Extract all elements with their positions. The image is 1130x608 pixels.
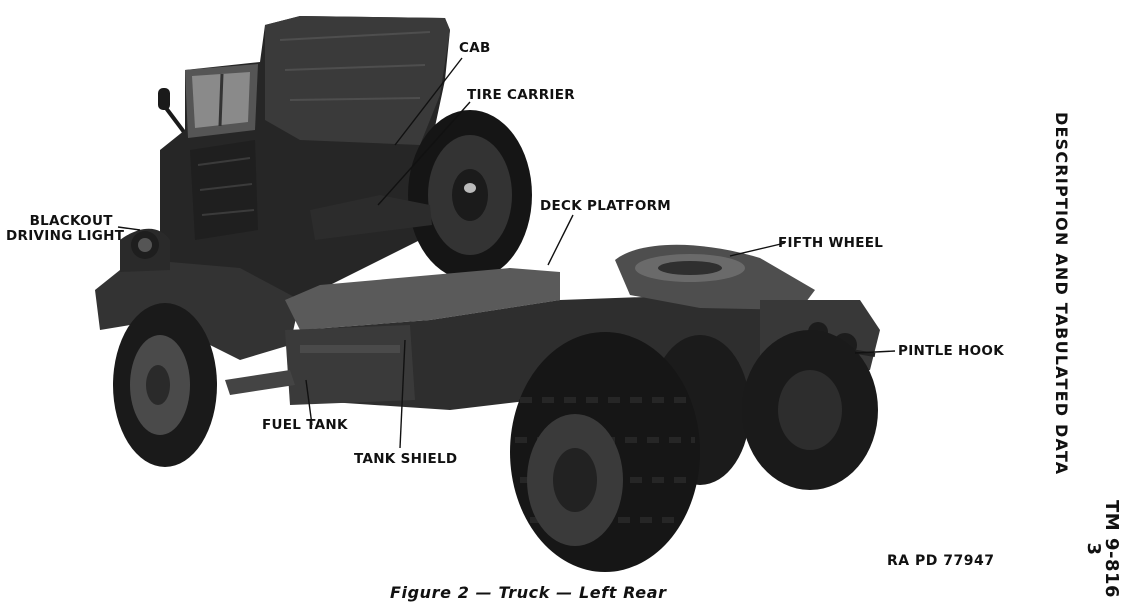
callout-leader-lines [117, 57, 896, 449]
tm-number: TM 9-816 3 [1083, 500, 1122, 599]
spare-tire [310, 110, 532, 280]
callout-cab: CAB [459, 40, 491, 56]
callout-blackout-line1: BLACKOUT [29, 213, 113, 229]
photo-reference-code: RA PD 77947 [887, 553, 995, 569]
callout-tire-carrier: TIRE CARRIER [467, 87, 575, 103]
callout-fifth-wheel: FIFTH WHEEL [778, 235, 884, 251]
callout-fuel-tank: FUEL TANK [262, 417, 348, 433]
callout-blackout-line2: DRIVING LIGHT [6, 228, 125, 244]
tm-number-line1: TM 9-816 [1101, 500, 1122, 599]
front-wheel [113, 303, 217, 467]
figure-caption: Figure 2 — Truck — Left Rear [390, 583, 667, 602]
cab [160, 16, 450, 300]
rear-wheels [510, 330, 878, 572]
tm-number-line2: 3 [1083, 542, 1104, 556]
callout-blackout-driving-light: BLACKOUT DRIVING LIGHT [6, 213, 124, 244]
callout-deck-platform: DECK PLATFORM [540, 198, 672, 214]
callout-pintle-hook: PINTLE HOOK [898, 343, 1004, 359]
front-fender [95, 228, 300, 360]
section-title: DESCRIPTION AND TABULATED DATA [1052, 112, 1071, 476]
callout-tank-shield: TANK SHIELD [354, 451, 458, 467]
